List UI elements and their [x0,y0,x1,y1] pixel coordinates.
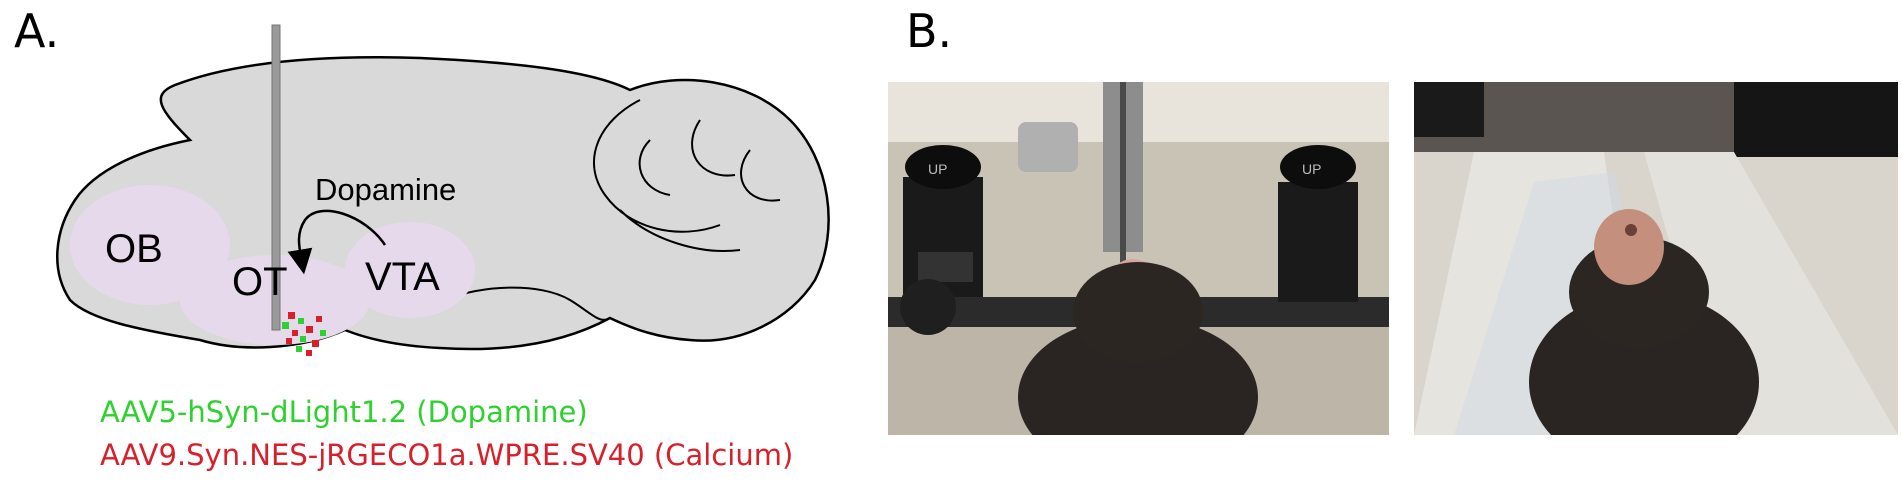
ot-label: OT [232,260,288,304]
sulcus-line [444,286,611,321]
fiber-optic-probe [271,24,281,331]
panel-b-label: B. [906,4,953,58]
panel-a-label: A. [14,4,60,58]
photo-head-fixed-mouse-with-probe: UP UP [888,82,1389,435]
dopamine-arrow [287,209,387,275]
left-knob-text: UP [928,161,947,177]
cerebellum-folds [593,99,781,252]
expression-dots [282,312,326,356]
vta-region [345,222,475,318]
vta-label: VTA [365,255,440,299]
legend-calcium-sensor: AAV9.Syn.NES-jRGECO1a.WPRE.SV40 (Calcium… [100,438,794,472]
ob-label: OB [105,227,163,271]
dopamine-label: Dopamine [315,172,456,207]
ob-region [70,185,230,305]
right-knob-text: UP [1302,161,1321,177]
legend-dopamine-sensor: AAV5-hSyn-dLight1.2 (Dopamine) [100,395,588,429]
photo-mouse-head-top-view [1414,82,1898,435]
brain-diagram: OB OT VTA Dopamine [56,24,830,356]
